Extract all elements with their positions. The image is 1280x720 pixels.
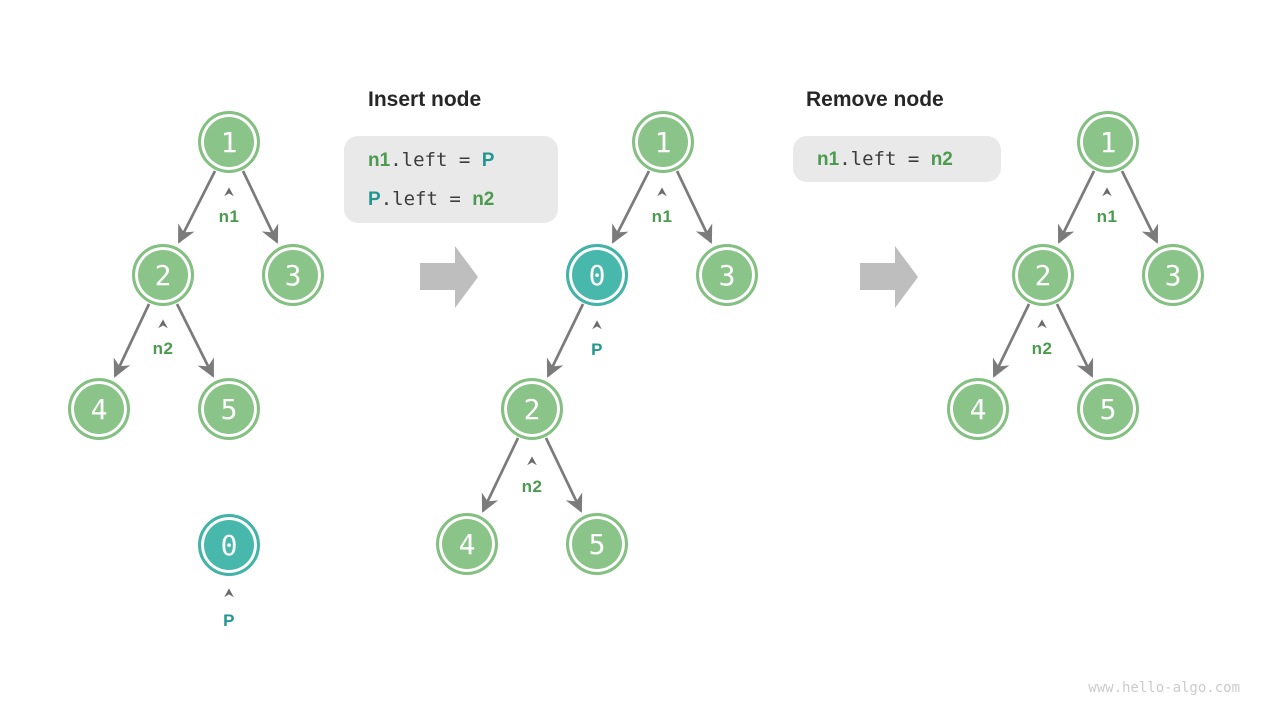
edge-2-5 [1055, 303, 1094, 378]
node-value: 2 [154, 258, 172, 292]
transition-arrows [420, 246, 918, 308]
code-line: n1.left = n2 [817, 140, 1001, 179]
caret-up-icon [224, 187, 234, 197]
remove-title: Remove node [806, 88, 944, 111]
edge-1-2 [1057, 170, 1096, 244]
edge-2-5 [175, 303, 215, 378]
edge-1-2 [177, 170, 217, 244]
pointer-label-n2: n2 [1031, 339, 1053, 358]
tree-node-2: 2 [501, 378, 563, 440]
tree-node-4: 4 [436, 513, 498, 575]
node-value: 4 [969, 392, 987, 426]
node-value: 2 [1034, 258, 1052, 292]
tree-node-2: 2 [132, 244, 194, 306]
edge-1-3 [1120, 170, 1159, 244]
tree-node-3: 3 [1142, 244, 1204, 306]
node-value: 4 [90, 392, 108, 426]
node-value: 2 [523, 392, 541, 426]
caret-up-icon [1037, 319, 1047, 329]
tree-node-1: 1 [198, 111, 260, 173]
edge-1-3 [675, 170, 713, 244]
code-token: n2 [472, 188, 495, 210]
code-token: P [481, 149, 495, 171]
insert-code-box: n1.left = P P.left = n2 [344, 136, 558, 223]
remove-code-box: n1.left = n2 [793, 136, 1001, 182]
tree-edges [113, 170, 1159, 513]
node-value: 5 [220, 392, 238, 426]
tree-node-3: 3 [696, 244, 758, 306]
tree-node-5: 5 [1077, 378, 1139, 440]
detached-node-0: 0 [198, 514, 260, 576]
edge-2-4 [992, 303, 1031, 378]
code-token: .left = [839, 147, 931, 170]
node-value: 3 [1164, 258, 1182, 292]
tree-node-4: 4 [947, 378, 1009, 440]
caret-up-icon [592, 320, 602, 330]
caret-up-icon [657, 187, 667, 197]
code-token: n2 [930, 148, 953, 170]
caret-up-icon [158, 319, 168, 329]
edge-2-4 [113, 303, 151, 378]
code-token: n1 [817, 148, 840, 170]
edge-2-5 [544, 437, 583, 513]
pointer-label-p: P [223, 611, 235, 630]
node-value: 5 [588, 527, 606, 561]
node-value: 0 [220, 528, 238, 562]
pointer-label-n1: n1 [218, 207, 240, 226]
pointer-label-n1: n1 [651, 207, 673, 226]
node-value: 4 [458, 527, 476, 561]
edge-1-3 [241, 170, 279, 244]
code-token: .left = [380, 187, 473, 210]
node-value: 1 [220, 125, 238, 159]
node-value: 3 [284, 258, 302, 292]
tree-node-5: 5 [566, 513, 628, 575]
code-token: P [368, 188, 381, 210]
node-value: 5 [1099, 392, 1117, 426]
block-arrow-right-icon [420, 246, 478, 308]
node-value: 1 [1099, 125, 1117, 159]
pointer-label-n2: n2 [521, 477, 543, 496]
pointer-label-n1: n1 [1096, 207, 1118, 226]
tree-node-1: 1 [1077, 111, 1139, 173]
tree-node-5: 5 [198, 378, 260, 440]
block-arrow-right-icon [860, 246, 918, 308]
edge-0-2 [546, 303, 585, 378]
node-value: 3 [718, 258, 736, 292]
tree-node-4: 4 [68, 378, 130, 440]
edge-2-4 [481, 437, 520, 513]
code-token: n1 [368, 149, 391, 171]
watermark: www.hello-algo.com [1088, 680, 1240, 696]
tree-node-1: 1 [632, 111, 694, 173]
tree-node-2: 2 [1012, 244, 1074, 306]
pointer-label-p: P [591, 340, 603, 359]
code-line: n1.left = P [368, 141, 558, 180]
caret-up-icon [1102, 187, 1112, 197]
tree-node-3: 3 [262, 244, 324, 306]
pointer-label-n2: n2 [152, 339, 174, 358]
code-token: .left = [390, 148, 482, 171]
edge-1-0 [611, 170, 651, 244]
node-value: 0 [588, 258, 606, 292]
node-value: 1 [654, 125, 672, 159]
tree-node-0: 0 [566, 244, 628, 306]
insert-title: Insert node [368, 88, 482, 111]
caret-up-icon [224, 588, 234, 598]
code-line: P.left = n2 [368, 180, 558, 219]
caret-up-icon [527, 456, 537, 466]
